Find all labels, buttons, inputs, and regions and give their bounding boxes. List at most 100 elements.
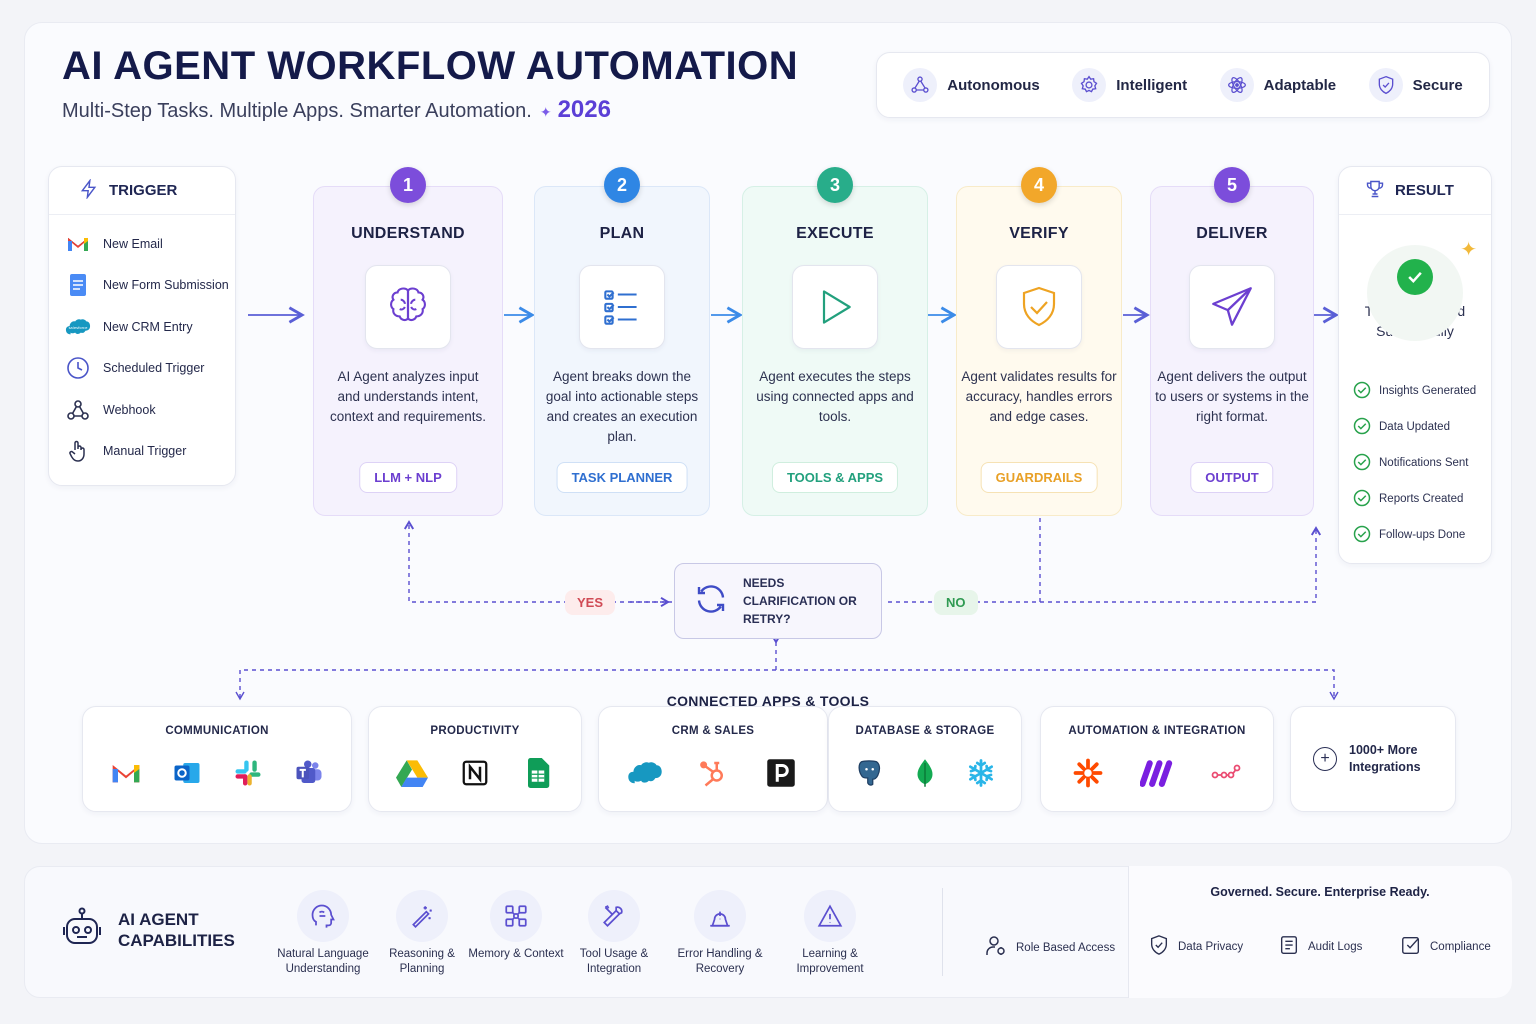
google-sheets-icon[interactable]	[520, 755, 556, 791]
alert-shield-icon	[694, 890, 746, 942]
trigger-label: New Form Submission	[103, 278, 229, 293]
capability-memory: Memory & Context	[461, 890, 571, 962]
capabilities-title: AI AGENT CAPABILITIES	[118, 910, 235, 950]
governance-label: Compliance	[1430, 940, 1491, 953]
mongodb-icon[interactable]	[907, 755, 943, 791]
magic-wand-icon	[396, 890, 448, 942]
governance-compliance: Compliance	[1400, 934, 1491, 959]
trigger-label: Manual Trigger	[103, 444, 187, 459]
step-title: EXECUTE	[796, 225, 874, 242]
capability-label: Reasoning & Planning	[389, 948, 455, 975]
check-icon	[1397, 259, 1433, 295]
apps-category: DATABASE & STORAGE	[855, 725, 995, 737]
n8n-icon[interactable]	[1208, 755, 1244, 791]
yes-label: YES	[565, 590, 616, 615]
check-circle-icon	[1353, 525, 1371, 546]
apps-productivity: PRODUCTIVITY	[368, 706, 582, 812]
trigger-item-new-email[interactable]: New Email	[49, 223, 235, 265]
step-plan: 2 PLAN Agent breaks down the goal into a…	[534, 167, 710, 516]
governance-data-privacy: Data Privacy	[1148, 934, 1243, 959]
refresh-icon	[693, 581, 729, 622]
result-main: ✦ Task Completed Successfully	[1339, 239, 1491, 341]
more-integrations-card[interactable]: + 1000+ More Integrations	[1290, 706, 1456, 812]
postgresql-icon[interactable]	[851, 755, 887, 791]
step-title: PLAN	[599, 225, 645, 242]
shield-check-icon	[996, 265, 1082, 349]
user-key-icon	[984, 934, 1008, 961]
step-tag: GUARDRAILS	[980, 462, 1098, 493]
network-icon	[490, 890, 542, 942]
step-description: Agent validates results for accuracy, ha…	[961, 369, 1117, 424]
step-verify: 4 VERIFY Agent validates results for acc…	[956, 167, 1122, 516]
trigger-item-scheduled[interactable]: Scheduled Trigger	[49, 348, 235, 390]
result-item-label: Notifications Sent	[1379, 457, 1469, 469]
step-tag: OUTPUT	[1190, 462, 1274, 493]
chat-head-icon	[297, 890, 349, 942]
tools-icon	[588, 890, 640, 942]
result-card: RESULT ✦ Task Completed Successfully Ins…	[1338, 166, 1492, 564]
shield-icon	[1368, 68, 1403, 102]
governance-label: Role Based Access	[1016, 941, 1116, 954]
capability-label: Natural Language Understanding	[277, 948, 369, 975]
trigger-label: New Email	[103, 236, 163, 251]
step-title: UNDERSTAND	[351, 225, 465, 242]
capability-label: Learning & Improvement	[796, 948, 864, 975]
zapier-icon[interactable]	[1070, 755, 1106, 791]
apps-category: AUTOMATION & INTEGRATION	[1068, 725, 1246, 737]
trigger-item-form[interactable]: New Form Submission	[49, 265, 235, 307]
step-description: Agent delivers the output to users or sy…	[1155, 369, 1309, 424]
teams-icon[interactable]	[291, 755, 327, 791]
apps-communication: COMMUNICATION	[82, 706, 352, 812]
subtitle-text: Multi-Step Tasks. Multiple Apps. Smarter…	[62, 100, 532, 122]
gmail-icon	[65, 231, 91, 257]
trophy-icon	[1365, 179, 1385, 203]
trigger-item-crm[interactable]: salesforce New CRM Entry	[49, 306, 235, 348]
step-execute: 3 EXECUTE Agent executes the steps using…	[742, 167, 928, 516]
paper-plane-icon	[1189, 265, 1275, 349]
outlook-icon[interactable]	[169, 755, 205, 791]
trigger-item-webhook[interactable]: Webhook	[49, 389, 235, 431]
trigger-header: TRIGGER	[49, 167, 235, 215]
apps-database-storage: DATABASE & STORAGE	[828, 706, 1022, 812]
step-deliver: 5 DELIVER Agent delivers the output to u…	[1150, 167, 1314, 516]
governance-role-access: Role Based Access	[984, 934, 1115, 961]
salesforce-icon: salesforce	[65, 314, 91, 340]
apps-bracket-line	[239, 669, 1335, 698]
apps-title: CONNECTED APPS & TOOLS	[666, 693, 870, 709]
trigger-item-manual[interactable]: Manual Trigger	[49, 431, 235, 473]
check-circle-icon	[1353, 453, 1371, 474]
result-title: RESULT	[1395, 182, 1454, 199]
badge-label: Autonomous	[947, 76, 1040, 94]
badge-label: Adaptable	[1263, 76, 1337, 94]
no-label: NO	[934, 590, 978, 615]
hubspot-icon[interactable]	[695, 755, 731, 791]
badge-label: Intelligent	[1116, 76, 1188, 94]
shield-check-icon	[1148, 934, 1170, 959]
divider	[942, 888, 943, 976]
decision-text: NEEDS CLARIFICATION OR RETRY?	[743, 576, 857, 626]
no-to-result-line	[1040, 526, 1322, 603]
result-item: Reports Created	[1339, 481, 1491, 517]
slack-icon[interactable]	[230, 755, 266, 791]
apps-category: COMMUNICATION	[165, 725, 269, 737]
year-label: 2026	[557, 96, 611, 123]
step-title: VERIFY	[1009, 225, 1069, 242]
notion-icon[interactable]	[457, 755, 493, 791]
sparkle-icon: ✦	[539, 104, 552, 120]
gmail-icon[interactable]	[108, 755, 144, 791]
salesforce-icon[interactable]	[627, 755, 663, 791]
snowflake-icon[interactable]	[963, 755, 999, 791]
capability-reasoning: Reasoning & Planning	[367, 890, 477, 977]
apps-category: PRODUCTIVITY	[430, 725, 520, 737]
capability-label: Tool Usage & Integration	[579, 948, 649, 975]
pipedrive-icon[interactable]	[763, 755, 799, 791]
step-number: 5	[1214, 167, 1250, 203]
step-understand: 1 UNDERSTAND AI Agent analyzes input and…	[313, 167, 503, 516]
trigger-label: New CRM Entry	[103, 319, 193, 334]
capability-nlu: Natural Language Understanding	[268, 890, 378, 977]
make-icon[interactable]	[1139, 755, 1175, 791]
result-item-label: Data Updated	[1379, 421, 1450, 433]
check-circle-icon	[1353, 417, 1371, 438]
warning-icon	[804, 890, 856, 942]
google-drive-icon[interactable]	[394, 755, 430, 791]
